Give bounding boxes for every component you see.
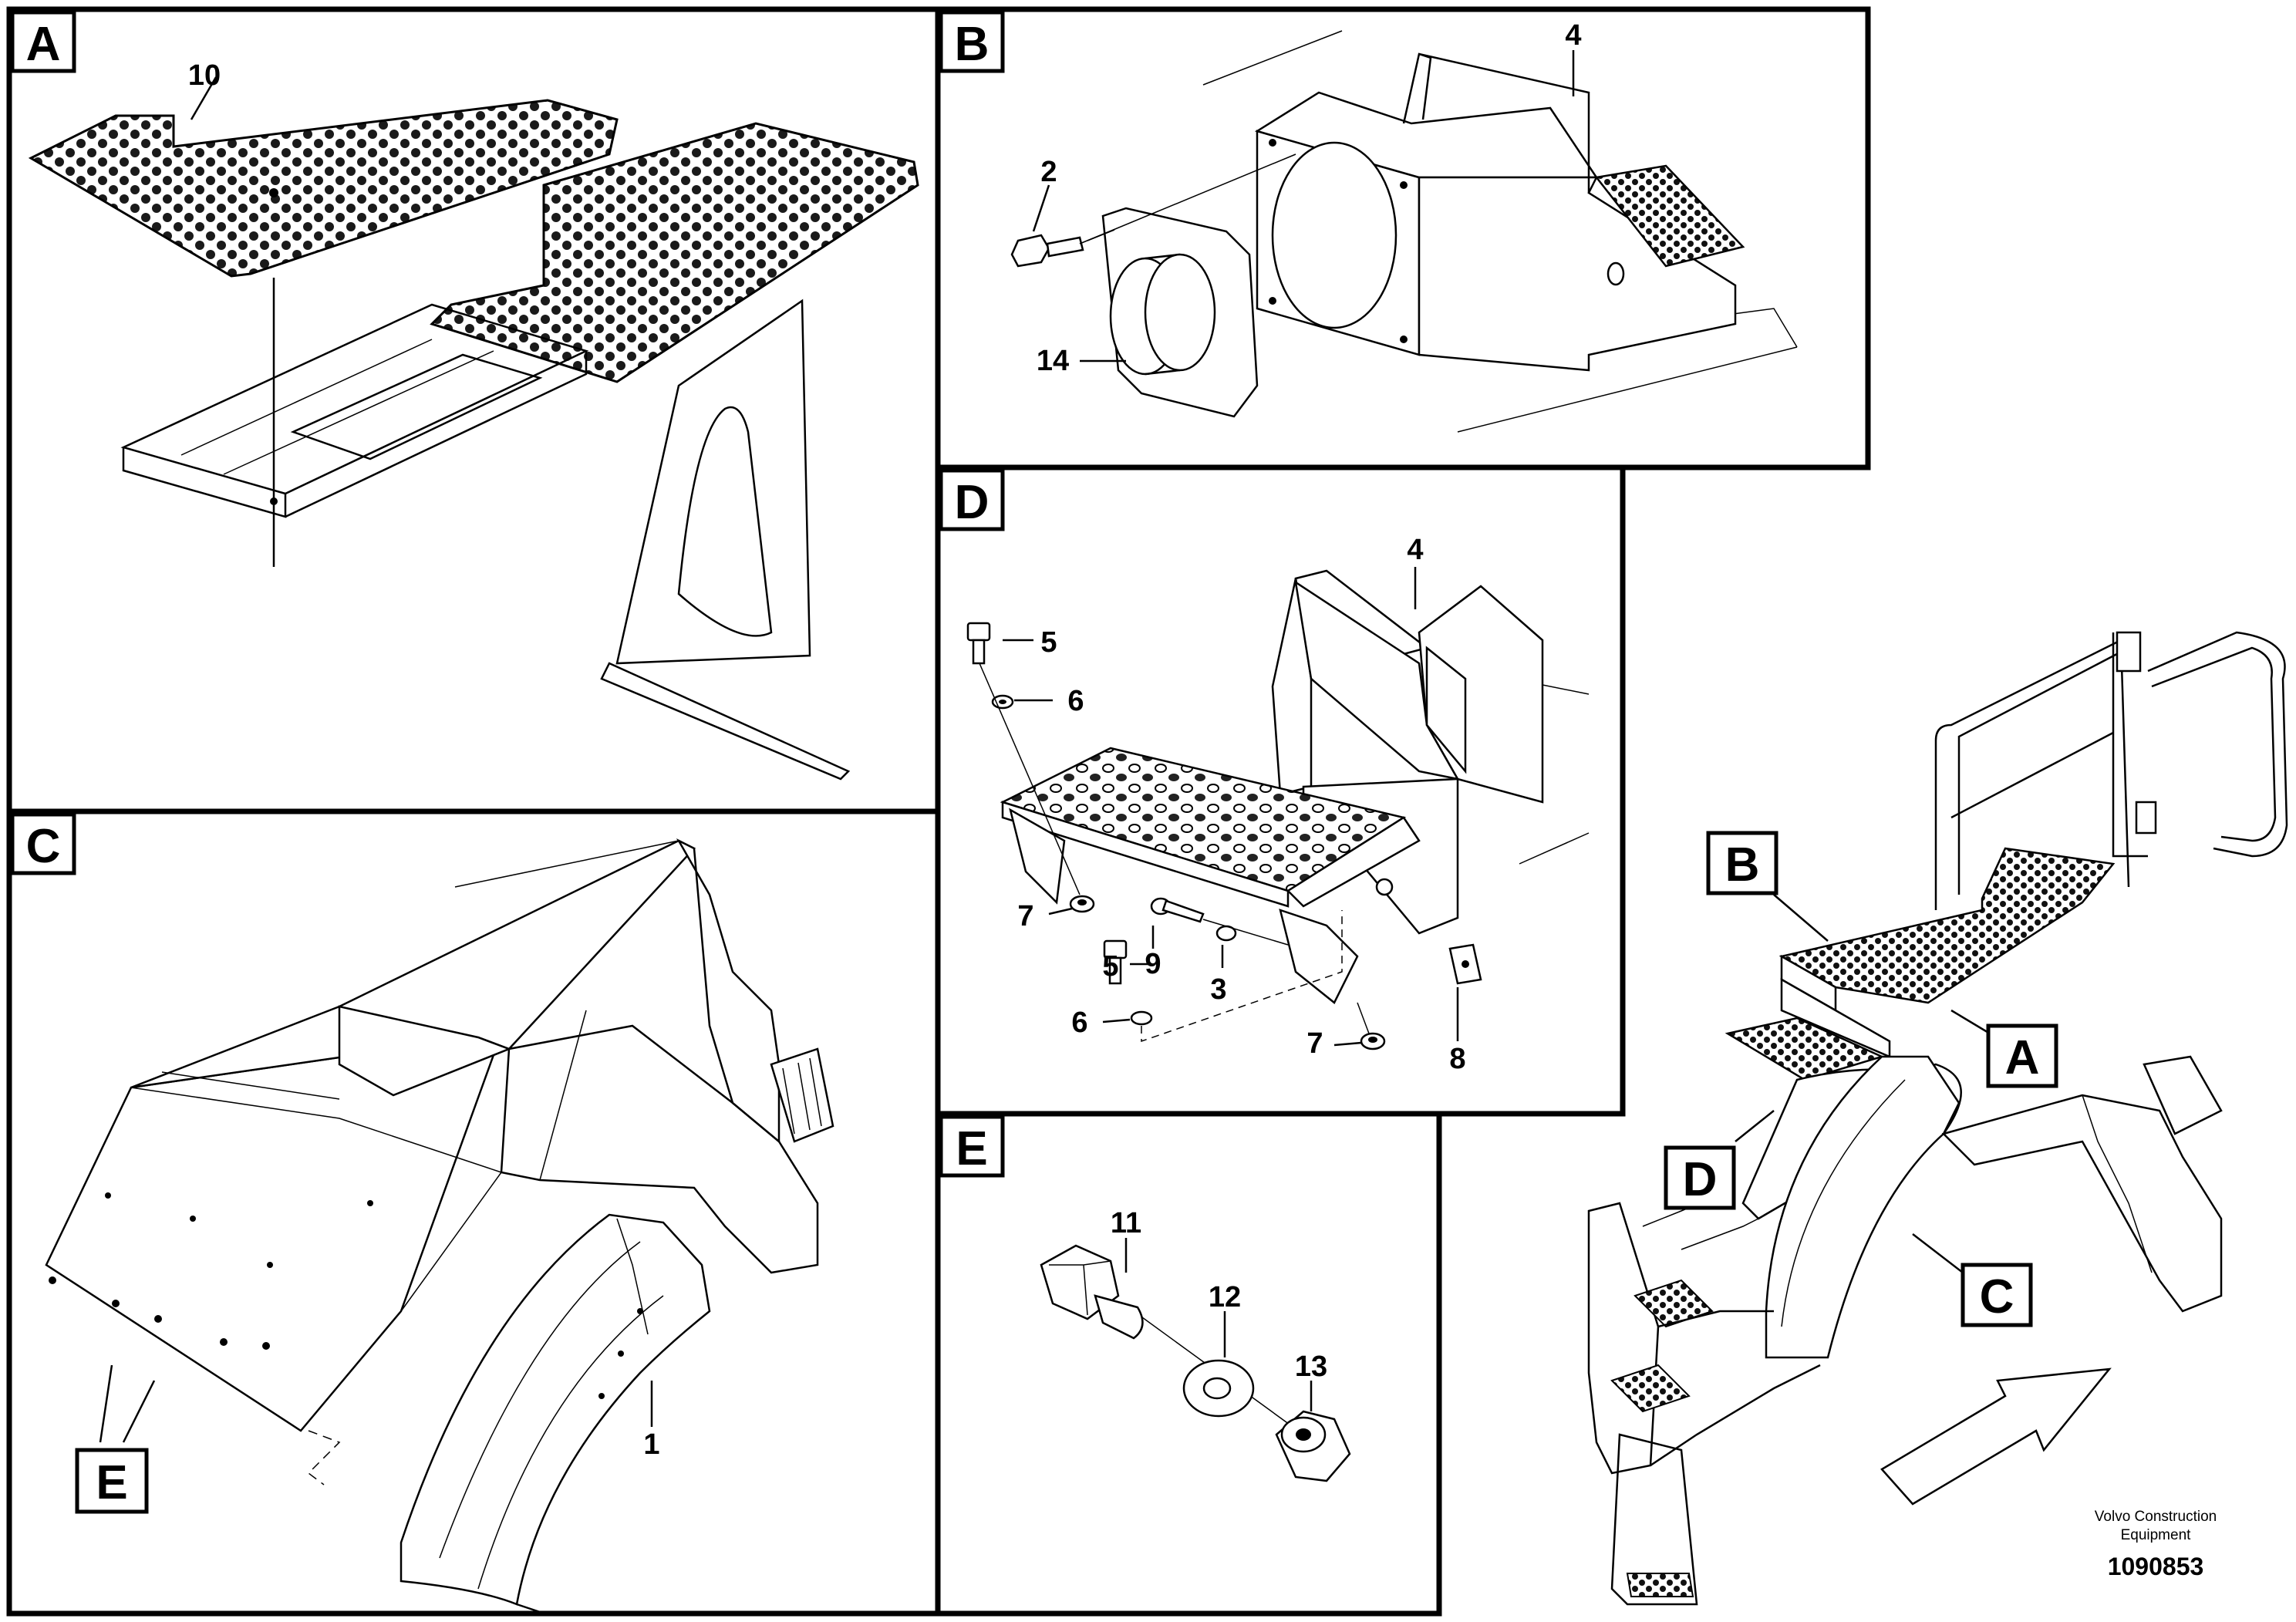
panel-e-drawing: 11 12 13 (1040, 1207, 1351, 1482)
panel-b-badge: B (939, 10, 1005, 73)
floor-plate-right (430, 122, 919, 383)
bolt-5-bottom (1103, 939, 1128, 985)
overview-lower-step-1 (1633, 1279, 1714, 1328)
step-grating (1594, 164, 1745, 268)
overview-lower-step-3 (1626, 1573, 1694, 1597)
panel-a-drawing: 10 (28, 59, 919, 781)
overview-label-a: A (1986, 1023, 2058, 1088)
leader-2 (1032, 184, 1050, 232)
panel-a-letter: A (26, 18, 61, 71)
callout-c-1: 1 (643, 1428, 659, 1461)
overview-label-b-text: B (1725, 838, 1760, 892)
footer-drawing-number: 1090853 (2108, 1553, 2204, 1580)
callout-e-11: 11 (1111, 1207, 1141, 1239)
fender-flap (400, 1213, 711, 1606)
callout-d-7-left: 7 (1017, 900, 1033, 932)
direction-arrow (1880, 1367, 2112, 1506)
fender-body (45, 1032, 503, 1432)
panel-c-letter: C (26, 820, 61, 873)
callout-e-12: 12 (1209, 1281, 1241, 1313)
panel-d-letter: D (955, 476, 990, 529)
footer-company-line2: Equipment (2121, 1527, 2192, 1543)
panel-e-badge: E (939, 1114, 1005, 1178)
panel-d-badge: D (939, 468, 1005, 531)
overview-label-a-text: A (2005, 1031, 2040, 1084)
callout-d-5-bottom: 5 (1102, 950, 1118, 983)
callout-b-4: 4 (1565, 19, 1581, 52)
callout-d-4: 4 (1407, 534, 1423, 566)
callout-d-9: 9 (1145, 948, 1161, 980)
panel-c-badge: C (10, 812, 76, 875)
nut-7-left (1069, 895, 1095, 913)
washer-12 (1182, 1359, 1255, 1418)
detail-e-marker: E (75, 1448, 149, 1514)
panel-badges: A B C D E (10, 10, 1005, 1178)
overview-label-d-text: D (1683, 1153, 1718, 1206)
overview-label-c: C (1961, 1263, 2033, 1327)
overview-lower-step-2 (1610, 1364, 1691, 1413)
callout-b-14: 14 (1037, 345, 1069, 377)
fender-vents (770, 1047, 834, 1143)
floor-plate-left (28, 99, 619, 278)
callout-a-10: 10 (188, 59, 221, 92)
nut-13 (1275, 1410, 1351, 1482)
callout-d-5-top: 5 (1040, 626, 1057, 659)
callout-b-2: 2 (1040, 156, 1057, 188)
leader-10 (190, 76, 217, 120)
callout-d-7-right: 7 (1306, 1027, 1323, 1060)
nut-7-right (1360, 1032, 1386, 1050)
panel-d-drawing: 4 5 6 7 9 3 5 6 7 8 (966, 534, 1590, 1075)
overview-label-d: D (1664, 1145, 1736, 1210)
housing-opening (1271, 141, 1397, 329)
panel-e-frame (935, 1111, 1442, 1617)
overview-label-c-text: C (1980, 1270, 2014, 1324)
callout-d-8: 8 (1449, 1043, 1465, 1075)
panel-e-letter: E (956, 1122, 987, 1175)
housing-handle (1402, 52, 1590, 193)
panel-a-badge: A (10, 10, 76, 73)
overview-fender (1765, 1055, 1961, 1359)
footer-company-line1: Volvo Construction (2095, 1509, 2217, 1525)
footer: Volvo Construction Equipment 1090853 (2095, 1509, 2217, 1580)
callout-d-6-bottom: 6 (1071, 1007, 1087, 1039)
callout-e-13: 13 (1295, 1351, 1327, 1383)
leg-cutout (677, 406, 773, 637)
panel-frames (6, 6, 1871, 1617)
overview-platform (1778, 847, 2116, 1004)
bolt-9 (1150, 897, 1205, 923)
bolt-2 (1010, 234, 1084, 268)
callout-c-e: E (96, 1456, 127, 1509)
panel-c-drawing: 1 E (45, 838, 834, 1614)
support-leg (615, 298, 811, 665)
bolt-11 (1040, 1244, 1144, 1340)
bolt-5-top (966, 622, 991, 665)
panel-b-drawing: 4 2 14 (1010, 19, 1798, 433)
fender-bolts (49, 1192, 373, 1350)
panel-b-letter: B (955, 18, 990, 71)
callout-d-3: 3 (1210, 973, 1226, 1006)
callout-d-6-top: 6 (1067, 685, 1084, 717)
overview-drawing: B A D C (1587, 631, 2288, 1606)
overview-label-b: B (1706, 831, 1778, 895)
washer-6-bottom (1130, 1010, 1153, 1026)
